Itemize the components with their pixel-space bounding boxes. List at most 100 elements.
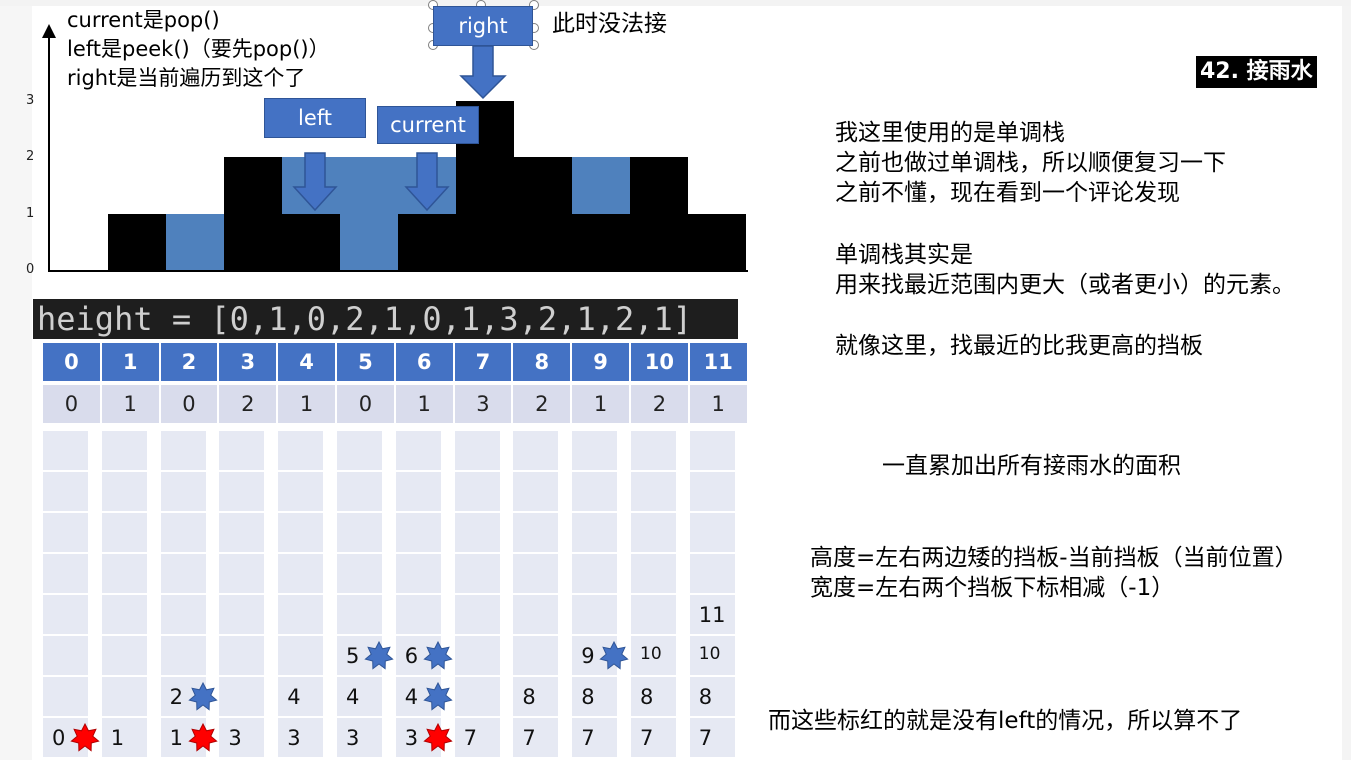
index-cell: 11 [689,343,749,381]
stack-number: 8 [522,685,536,709]
text-line: 之前也做过单调栈，所以顺便复习一下 [835,150,1226,176]
bar-height [630,157,688,270]
problem-title: 42. 接雨水 [1196,56,1317,88]
note-left: left是peek()（要先pop()） [67,37,330,61]
stack-number: 2 [169,685,183,709]
bar-height [108,213,166,270]
value-cell: 2 [219,385,279,423]
stack-number: 8 [698,685,713,709]
right-label-box[interactable]: right [433,6,533,46]
stack-number: 7 [698,726,713,750]
text-line: 就像这里，找最近的比我更高的挡板 [835,333,1203,359]
down-arrow [404,152,450,212]
stack-number: 6 [404,644,419,668]
star-icon [599,641,629,670]
index-cell: 10 [631,343,690,381]
stack-number: 1 [169,726,183,750]
stack-number: 0 [52,726,66,750]
stack-number: 4 [404,685,419,709]
index-cell: 8 [513,343,573,381]
bar-water [166,213,224,270]
stack-number: 11 [698,603,726,627]
left-label-box: left [264,98,366,138]
stack-number: 7 [522,726,536,750]
value-cell: 0 [160,385,220,423]
star-icon [70,723,100,752]
stack-number: 4 [346,685,360,709]
text-line: 单调栈其实是 [835,242,973,268]
index-cell: 9 [572,343,631,381]
right-note: 此时没法接 [552,11,667,37]
grid-line [43,716,739,718]
bar-height [514,157,572,270]
stack-number: 3 [287,726,301,750]
star-icon [187,682,218,711]
star-icon [423,682,453,711]
stack-number: 8 [581,685,595,709]
text-line: 用来找最近范围内更大（或者更小）的元素。 [835,272,1295,298]
index-cell: 4 [278,343,337,381]
current-label-box: current [377,106,479,144]
grid-line [43,675,739,677]
bar-height [398,213,456,270]
right-margin [1342,6,1351,760]
bar-height [282,213,340,270]
stack-number: 10 [698,644,721,664]
star-icon [187,723,218,752]
stack-number: 7 [463,726,477,750]
star-icon [364,641,394,670]
text-line: 之前不懂，现在看到一个评论发现 [835,180,1180,206]
stack-number: 10 [640,644,662,664]
index-cell: 2 [160,343,220,381]
grid-line [43,552,739,554]
y-axis-arrow [42,24,56,38]
value-cell: 1 [572,385,631,423]
bar-height [572,213,630,270]
stack-number: 5 [346,644,360,668]
value-cell: 1 [278,385,337,423]
arrow-layer [292,45,507,212]
notes: current是pop() left是peek()（要先pop()） right… [67,6,330,93]
y-tick-label: 3 [26,92,35,108]
index-cell: 3 [219,343,279,381]
grid-line [43,593,739,595]
bar-height [224,157,282,270]
value-cell: 3 [454,385,514,423]
text-line: 而这些标红的就是没有left的情况，所以算不了 [768,708,1243,734]
x-axis [48,270,748,272]
value-cell: 0 [337,385,396,423]
y-tick-label: 0 [26,262,35,277]
stack-number: 4 [287,685,301,709]
star-icon [423,723,453,752]
stack-number: 9 [581,644,595,668]
value-cell: 1 [395,385,455,423]
grid-line [43,511,739,513]
y-tick-label: 1 [26,205,35,221]
stack-number: 7 [640,726,654,750]
stack-number: 1 [110,726,125,750]
down-arrow [459,45,507,100]
down-arrow [292,152,338,212]
index-cell: 1 [101,343,161,381]
text-line: 我这里使用的是单调栈 [835,120,1065,146]
value-cell: 0 [43,385,102,423]
code-line: height = [0,1,0,2,1,0,1,3,2,1,2,1] [33,299,738,339]
selection-handle[interactable] [529,0,539,10]
value-cell: 1 [689,385,749,423]
index-cell: 6 [395,343,455,381]
value-cell: 1 [101,385,161,423]
stack-number: 8 [640,685,654,709]
bar-water [572,157,630,214]
grid-line [43,470,739,472]
index-cell: 0 [43,343,102,381]
bar-water [340,157,398,270]
star-icon [423,641,453,670]
index-cell: 5 [337,343,396,381]
text-line: 一直累加出所有接雨水的面积 [882,453,1181,479]
stack-number: 3 [228,726,242,750]
note-right: right是当前遍历到这个了 [67,66,306,90]
note-current: current是pop() [67,8,220,32]
value-cell: 2 [513,385,573,423]
text-line: 宽度=左右两个挡板下标相减（-1） [810,575,1175,601]
bar-height [688,213,746,270]
